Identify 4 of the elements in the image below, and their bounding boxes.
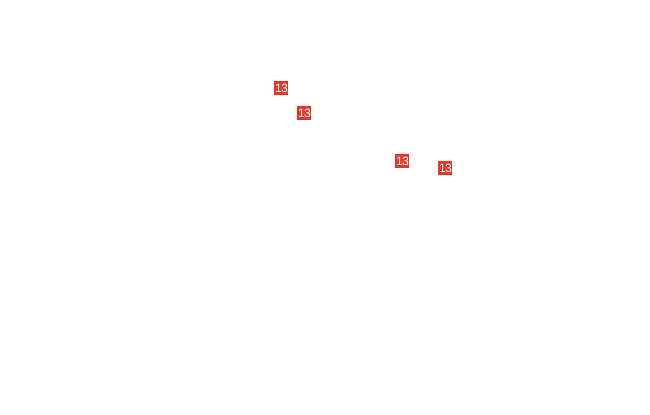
callout-number: 13 [274,81,288,95]
callout-number: 13 [438,161,452,175]
callout-number: 13 [395,154,410,168]
callout-number: 13 [297,106,312,120]
